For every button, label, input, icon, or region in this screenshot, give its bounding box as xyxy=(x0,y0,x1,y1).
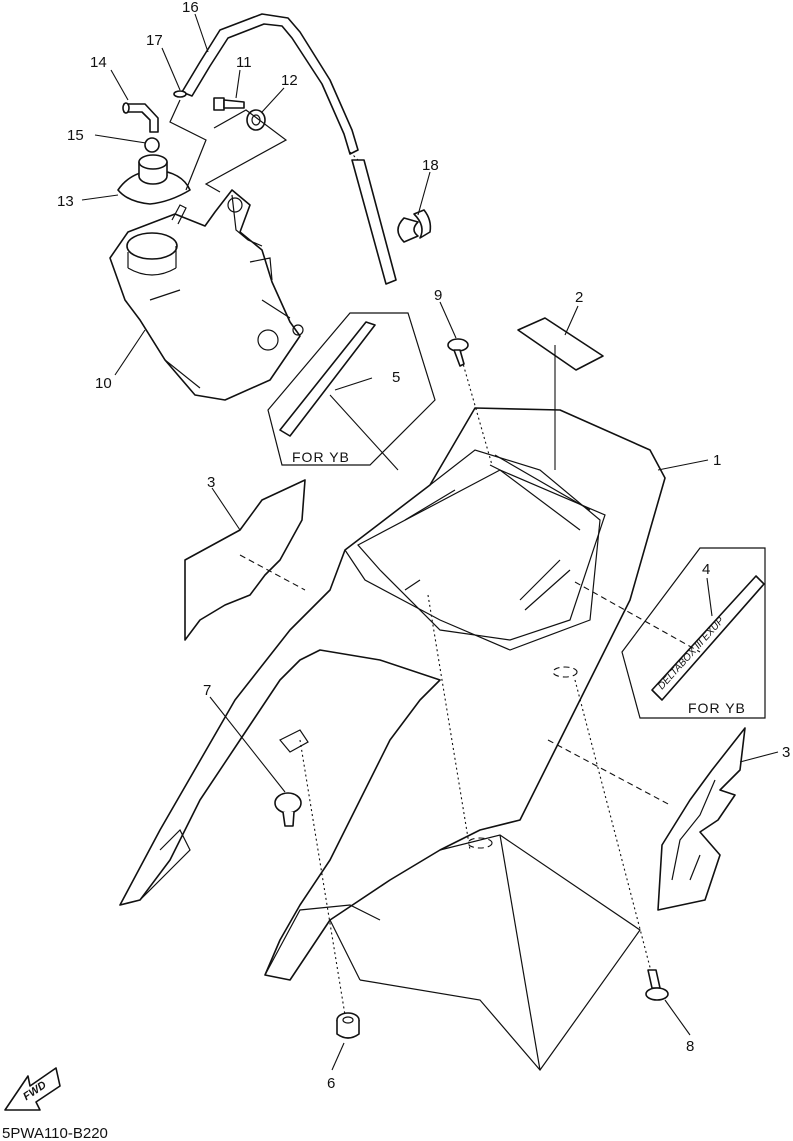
screw-path-9 xyxy=(461,359,493,466)
fastener-path-8 xyxy=(574,679,653,976)
clip-18 xyxy=(397,209,432,243)
callout-2: 2 xyxy=(575,289,583,306)
callout-13: 13 xyxy=(57,193,74,210)
callout-11: 11 xyxy=(236,54,252,71)
note-for-yb-left: FOR YB xyxy=(292,449,350,465)
callout-9: 9 xyxy=(434,287,442,304)
note-for-yb-right: FOR YB xyxy=(688,700,746,716)
callout-4: 4 xyxy=(702,561,710,578)
callout-16: 16 xyxy=(182,0,199,16)
grommet-7 xyxy=(274,792,302,827)
callout-5: 5 xyxy=(392,369,400,386)
fwd-arrow-icon xyxy=(4,1067,61,1111)
collar-12 xyxy=(246,109,266,131)
callout-3-right: 3 xyxy=(782,744,790,761)
callout-17: 17 xyxy=(146,32,163,49)
fastener-path-center xyxy=(427,594,471,851)
bolt-11 xyxy=(213,97,245,111)
hose-16 xyxy=(181,13,397,285)
decal-box-left xyxy=(267,312,436,471)
seat-cowl xyxy=(119,407,666,1071)
reservoir-cap xyxy=(117,154,191,205)
callout-1: 1 xyxy=(713,452,721,469)
screw-9 xyxy=(447,338,469,367)
callout-15: 15 xyxy=(67,127,84,144)
bolt-8 xyxy=(645,969,669,1001)
decal-lettering: DELTABOX III EXUP xyxy=(656,615,727,692)
callout-8: 8 xyxy=(686,1038,694,1055)
callout-12: 12 xyxy=(281,72,298,89)
side-emblem-left xyxy=(184,479,306,641)
callouts: 1 2 3 3 4 5 6 7 8 9 10 11 12 13 14 15 16… xyxy=(57,0,790,1092)
pad-2 xyxy=(517,317,604,470)
callout-14: 14 xyxy=(90,54,107,71)
hose-elbow-14 xyxy=(122,102,160,153)
fastener-path-6 xyxy=(299,739,346,1016)
callout-7: 7 xyxy=(203,682,211,699)
callout-10: 10 xyxy=(95,375,112,392)
callout-6: 6 xyxy=(327,1075,335,1092)
reservoir-tank xyxy=(109,189,304,401)
damper-6 xyxy=(336,1012,360,1039)
callout-18: 18 xyxy=(422,157,439,174)
diagram-code: 5PWA110-B220 xyxy=(2,1125,108,1141)
tank-guide-line xyxy=(169,99,288,193)
clamp-17 xyxy=(173,90,187,98)
leader-lines xyxy=(81,13,779,1071)
side-emblem-right xyxy=(547,727,746,911)
callout-3-left: 3 xyxy=(207,474,215,491)
